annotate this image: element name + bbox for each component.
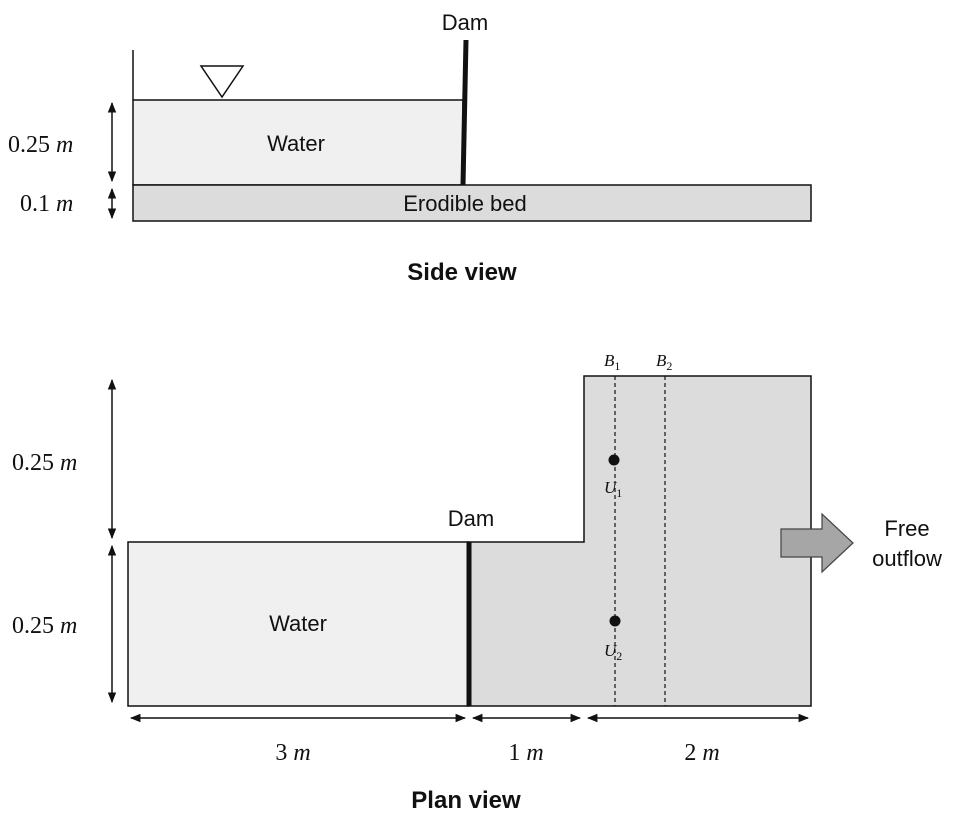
outflow-label-line1: Free: [884, 516, 929, 541]
side-dam-label: Dam: [442, 10, 488, 35]
gauge-u1-label: U1: [604, 478, 622, 500]
section-b2-label: B2: [656, 351, 672, 373]
side-water-region: [132, 99, 464, 186]
water-level-icon: [199, 65, 245, 99]
side-view-title: Side view: [407, 259, 517, 286]
gauge-u1-point: [608, 454, 620, 466]
plan-water-label: Water: [269, 611, 327, 636]
plan-water-region: [127, 541, 469, 707]
plan-view-title: Plan view: [411, 787, 521, 814]
outflow-label-line2: outflow: [872, 546, 942, 571]
side-erodible-bed: [132, 184, 812, 222]
side-water-label: Water: [267, 131, 325, 156]
side-bed-label: Erodible bed: [403, 191, 527, 216]
side-dam-gate: [460, 39, 469, 186]
plan-bed-region: [467, 375, 812, 707]
plan-dam-label: Dam: [448, 506, 494, 531]
gauge-u2-label: U2: [604, 641, 622, 663]
section-b1-label: B1: [604, 351, 620, 373]
gauge-u2-point: [609, 615, 621, 627]
free-outflow-arrow-icon: [780, 512, 854, 574]
